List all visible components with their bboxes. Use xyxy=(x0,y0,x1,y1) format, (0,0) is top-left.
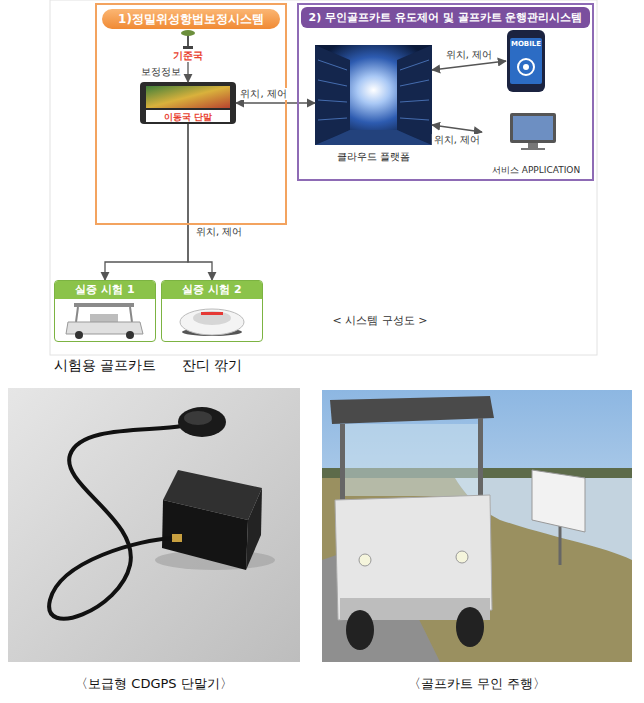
node-label: 서비스 APPLICATION xyxy=(492,165,580,176)
antenna-base xyxy=(183,46,193,49)
server-rack xyxy=(315,45,350,145)
node-label: 1)정밀위성항법보정시스템 xyxy=(102,9,280,29)
base-station: 기준국 xyxy=(163,28,213,62)
cart-seat xyxy=(90,314,118,322)
device-screen xyxy=(146,86,230,108)
computer-icon xyxy=(510,113,556,150)
golf-cart-icon xyxy=(66,303,143,339)
phone-screen xyxy=(510,38,542,84)
connector xyxy=(432,125,482,132)
antenna-icon xyxy=(181,30,195,49)
cart-pillar xyxy=(76,307,78,322)
node-label: 2) 무인골프카트 유도제어 및 골프카트 운행관리시스템 xyxy=(301,7,590,28)
service-app: 서비스 APPLICATION xyxy=(482,110,590,176)
mower-icon xyxy=(180,309,244,336)
golf-cart-photo xyxy=(322,390,632,662)
connector xyxy=(187,62,188,82)
terminal-device xyxy=(140,82,236,124)
rack-lights xyxy=(318,60,429,120)
sign-board xyxy=(532,470,585,532)
cloud-platform: 클라우드 플랫폼 xyxy=(315,45,432,163)
photo-caption: 〈보급형 CDGPS 단말기〉 xyxy=(75,675,233,693)
edge-label: 위치, 제어 xyxy=(194,226,244,238)
headlight xyxy=(359,554,371,566)
cart-roof xyxy=(330,396,494,424)
sma-connector xyxy=(172,534,182,542)
node-label: 실증 시험 1 xyxy=(55,281,155,299)
cart-roof xyxy=(74,303,134,307)
monitor-base xyxy=(521,148,545,150)
edge-label: 위치, 제어 xyxy=(444,49,494,61)
connector xyxy=(188,124,212,280)
device-strip xyxy=(146,110,230,122)
mobile-phone xyxy=(507,30,545,92)
terminal-front xyxy=(162,500,248,570)
server-floor xyxy=(315,130,432,145)
node-label: 이동국 단말 xyxy=(164,112,212,123)
mobile-device: MOBILE xyxy=(506,30,546,92)
phone-symbol xyxy=(518,59,534,75)
node-label: MOBILE xyxy=(511,40,541,48)
cart-pillar xyxy=(340,424,345,504)
cart-wheel xyxy=(456,607,484,647)
server-rack xyxy=(397,45,432,145)
cart-pillar xyxy=(478,418,483,500)
node-label: 기준국 xyxy=(173,50,203,62)
windshield xyxy=(345,424,478,496)
cart-pillar xyxy=(130,307,132,322)
connector xyxy=(236,102,315,103)
node-label: 실증 시험 2 xyxy=(162,281,262,299)
connector xyxy=(105,124,188,280)
terminal-side xyxy=(246,488,262,570)
mower-stripe xyxy=(201,312,223,315)
node-caption: 잔디 깎기 xyxy=(182,357,242,374)
monitor-screen xyxy=(513,116,553,140)
system-panel: 1)정밀위성항법보정시스템기준국이동국 단말 xyxy=(95,3,287,225)
monitor-stand xyxy=(528,143,538,148)
node-caption: 시험용 골프카트 xyxy=(54,357,156,374)
cart-wheel xyxy=(75,331,83,339)
antenna-dish xyxy=(181,30,195,36)
rover-terminal: 이동국 단말 xyxy=(140,82,236,124)
cart-wheel xyxy=(346,610,374,650)
test-box: 실증 시험 2잔디 깎기 xyxy=(161,280,263,342)
edge-label: 위치, 제어 xyxy=(238,88,288,100)
edge-label: 보정정보 xyxy=(139,66,183,78)
cdgps-photo xyxy=(8,388,300,662)
gps-antenna xyxy=(178,407,226,437)
connector xyxy=(432,61,506,70)
photo-caption: 〈골프카트 무인 주행〉 xyxy=(408,675,546,693)
server-image xyxy=(315,45,432,145)
test-box: 실증 시험 1시험용 골프카트 xyxy=(54,280,156,342)
sky xyxy=(322,390,632,662)
cart-wheel xyxy=(126,331,134,339)
phone-body xyxy=(507,30,545,92)
mower-top xyxy=(193,311,231,325)
device-body xyxy=(140,82,236,124)
photo-ground xyxy=(8,388,300,662)
figure-caption: < 시스템 구성도 > xyxy=(333,313,428,328)
headlight xyxy=(456,551,468,563)
system-panel: 2) 무인골프카트 유도제어 및 골프카트 운행관리시스템클라우드 플랫폼 MOB… xyxy=(297,3,594,181)
phone-symbol xyxy=(523,64,529,70)
node-label: 클라우드 플랫폼 xyxy=(337,151,410,163)
cart-body xyxy=(335,495,492,620)
server-hall xyxy=(315,45,432,145)
edge-label: 위치, 제어 xyxy=(432,134,482,146)
antenna-highlight xyxy=(184,411,212,425)
figure-frame xyxy=(50,0,597,355)
antenna-cable xyxy=(49,426,182,619)
mower-shell xyxy=(180,309,244,335)
monitor xyxy=(510,113,556,143)
